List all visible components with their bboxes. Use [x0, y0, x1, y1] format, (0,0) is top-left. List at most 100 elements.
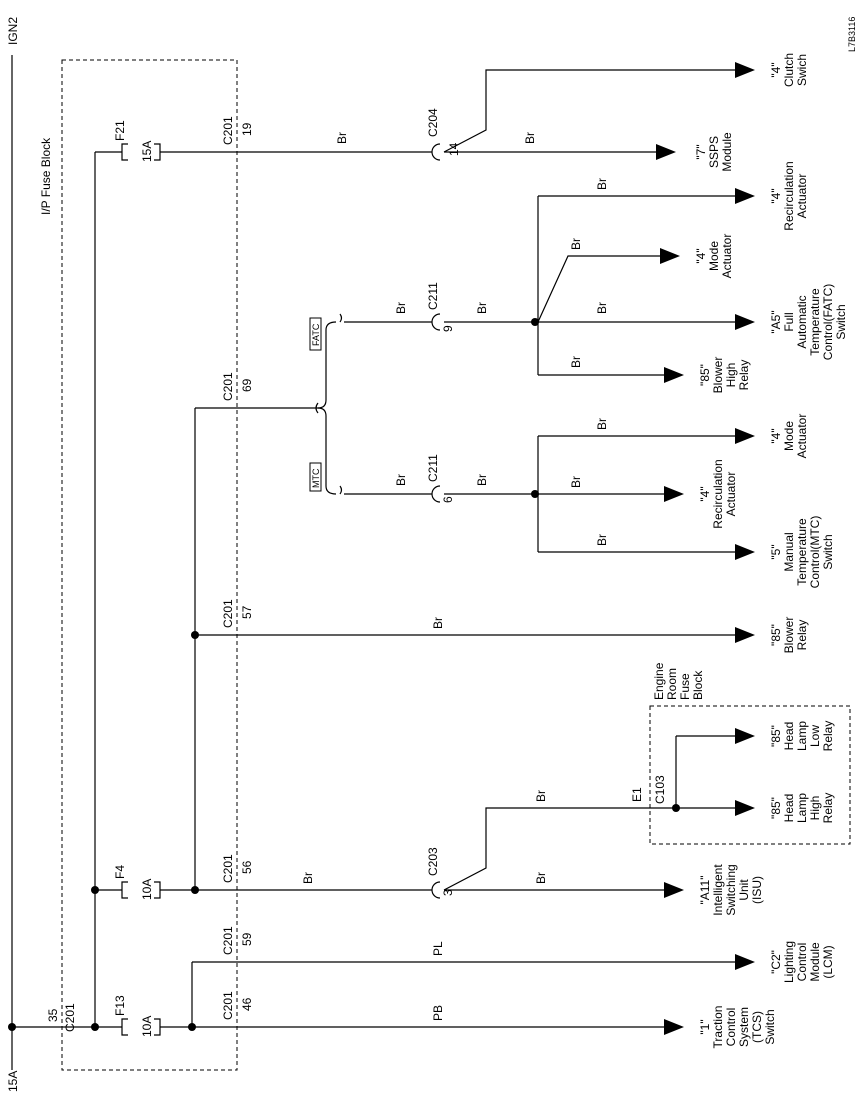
load-name-line: Relay	[737, 360, 751, 391]
option-mtc-label: MTC	[311, 468, 321, 488]
load-name-line: Recirculation	[711, 459, 725, 528]
load-name-line: Relay	[795, 620, 809, 651]
load-label: "85"BlowerRelay	[769, 617, 809, 654]
wire-color-label: Br	[569, 476, 583, 488]
figure-code: L7B3116	[847, 17, 857, 52]
load-pin: "A5"	[769, 310, 783, 333]
load-ssps: "7"SSPSModule	[694, 132, 734, 172]
load-mode-fatc: "4"ModeActuator	[694, 234, 734, 279]
wire-color-label: Br	[534, 790, 548, 802]
wire-color-label: PL	[431, 941, 445, 956]
wire-color-label: Br	[475, 474, 489, 486]
ip-fuse-block-outline	[61, 59, 238, 1071]
load-isu: "A11"IntelligentSwitchingUnit(ISU)	[698, 864, 764, 916]
load-name-line: Recirculation	[782, 161, 796, 230]
load-recirc-mtc: "4"RecirculationActuator	[698, 459, 738, 528]
load-name-line: Control	[795, 943, 809, 982]
load-name-line: Temperature	[808, 288, 822, 356]
load-name-line: System	[737, 1007, 751, 1047]
load-pin: "85"	[698, 364, 712, 386]
load-name-line: Control(FATC)	[821, 284, 835, 360]
load-name-line: Switch	[763, 1009, 777, 1044]
pin-label: 9	[441, 325, 455, 332]
pin-label: 6	[441, 496, 455, 503]
wire-color-label: Br	[534, 872, 548, 884]
load-pin: "85"	[769, 624, 783, 646]
wire-to-mode-fatc	[537, 255, 660, 323]
wire-color-label: Br	[431, 617, 445, 629]
load-name-line: Actuator	[724, 472, 738, 517]
arrow-lcm	[735, 954, 755, 970]
input-pin: 35	[46, 1008, 60, 1022]
engine-room-fuse-block-outline	[649, 705, 851, 845]
load-pin: "4"	[769, 428, 783, 443]
wire-color-label: Br	[595, 534, 609, 546]
pin-label: 57	[240, 605, 254, 619]
option-tilde	[339, 485, 343, 495]
load-name-line: Actuator	[720, 234, 734, 279]
load-name-line: Clutch	[782, 53, 796, 87]
load-label: "85"HeadLampHighRelay	[769, 793, 835, 824]
c201-pin-69: C201 69	[221, 372, 254, 401]
connector-label: C201	[221, 926, 235, 955]
connector-label: C201	[221, 854, 235, 883]
load-label: "7"SSPSModule	[694, 132, 734, 172]
load-name-line: Lighting	[782, 941, 796, 983]
load-pin: "1"	[698, 1019, 712, 1034]
load-name-line: (ISU)	[750, 876, 764, 904]
ip-fuse-block-label: I/P Fuse Block	[39, 137, 53, 215]
wire-color-label: Br	[475, 302, 489, 314]
load-name-line: (LCM)	[821, 945, 835, 978]
wire-mtc-branch	[317, 407, 337, 495]
load-fatc-switch: "A5"FullAutomaticTemperatureControl(FATC…	[769, 284, 848, 360]
connector-label: C204	[426, 108, 440, 137]
load-name-line: Full	[782, 312, 796, 331]
load-headlamp-low: "85"HeadLampLowRelay	[769, 721, 835, 752]
load-name-line: Blower	[711, 357, 725, 394]
label-line: Fuse	[678, 673, 692, 700]
arrow-fatc-switch	[735, 314, 755, 330]
label-line: Room	[665, 668, 679, 700]
load-name-line: High	[724, 363, 738, 388]
load-pin: "C2"	[769, 950, 783, 974]
fatc-splice-dot	[531, 318, 539, 326]
label-line: Engine	[652, 662, 666, 700]
arrow-tcs	[664, 1019, 684, 1035]
pin-label: 3	[441, 889, 455, 896]
load-name-line: Head	[782, 794, 796, 823]
connector-label: C201	[221, 991, 235, 1020]
load-label: "85"BlowerHighRelay	[698, 357, 751, 394]
load-label: "5"ManualTemperatureControl(MTC)Switch	[769, 516, 835, 589]
load-name-line: Automatic	[795, 295, 809, 348]
option-brace	[315, 402, 319, 414]
arrow-mtc-switch	[735, 544, 755, 560]
load-labels: "4"ClutchSwich"7"SSPSModule"4"Recirculat…	[694, 53, 848, 1048]
load-name-line: Relay	[821, 793, 835, 824]
load-name-line: Lamp	[795, 721, 809, 751]
option-fatc-label: FATC	[311, 323, 321, 346]
wire-color-label: PB	[431, 1005, 445, 1021]
load-pin: "85"	[769, 797, 783, 819]
arrow-recirc-mtc	[664, 486, 684, 502]
load-pin: "4"	[769, 188, 783, 203]
load-label: "4"ClutchSwich	[769, 53, 809, 87]
load-label: "4"ModeActuator	[694, 234, 734, 279]
connector-c211-fatc: C211 9	[426, 282, 455, 332]
load-name-line: Mode	[707, 241, 721, 271]
load-label: "85"HeadLampLowRelay	[769, 721, 835, 752]
load-name-line: Switch	[834, 304, 848, 339]
engine-room-pin: E1	[630, 787, 644, 802]
c201-pin-19: C201 19	[221, 116, 254, 145]
load-name-line: Control(MTC)	[808, 516, 822, 589]
connector-label: C201	[221, 116, 235, 145]
arrow-recirc-fatc	[735, 188, 755, 204]
load-pin: "5"	[769, 544, 783, 559]
source-label-15a: 15A	[6, 1071, 20, 1092]
load-name-line: Lamp	[795, 793, 809, 823]
c201-pin-59: C201 59	[221, 926, 254, 955]
load-name-line: Relay	[821, 721, 835, 752]
load-name-line: Mode	[782, 421, 796, 451]
connector-label: C203	[426, 847, 440, 876]
load-name-line: Blower	[782, 617, 796, 654]
